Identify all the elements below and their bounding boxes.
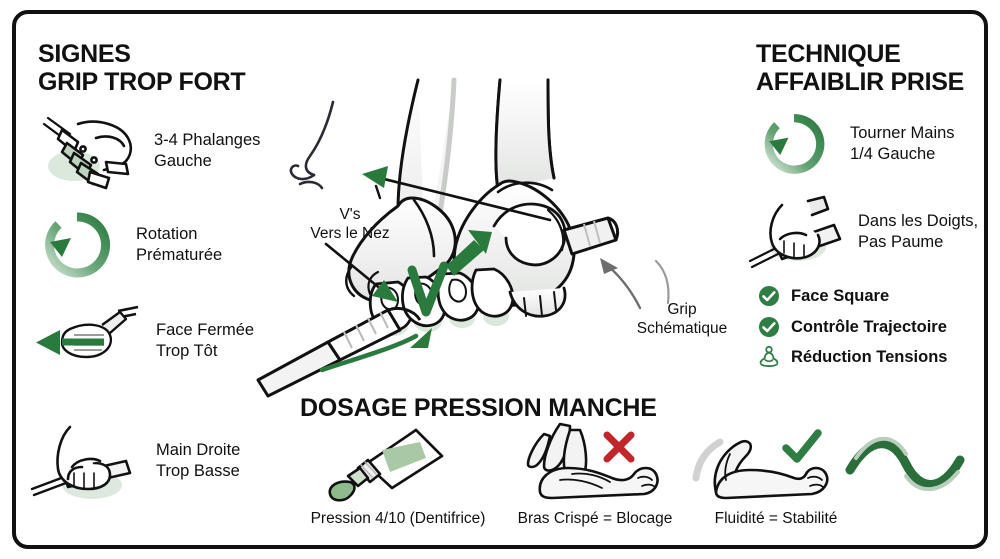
right-item-rotate-hands: Tourner Mains 1/4 Gauche	[754, 110, 994, 178]
right-item-fingers-grip: Dans les Doigts, Pas Paume	[748, 195, 998, 269]
left-item-label: Rotation Prématurée	[136, 224, 223, 264]
relaxed-arm-icon	[690, 428, 830, 506]
left-item-label: 3-4 Phalanges Gauche	[154, 130, 261, 170]
left-item-label: Face Fermée Trop Tôt	[156, 320, 255, 360]
x-mark-icon	[603, 431, 635, 463]
check-circle-icon	[759, 317, 779, 337]
bottom-caption: Bras Crispé = Blocage	[517, 510, 673, 527]
v-marker	[407, 261, 449, 317]
vs-leader-line-upper	[374, 184, 382, 200]
meditation-figure-icon	[759, 345, 779, 367]
rotation-arrow-icon	[40, 208, 114, 282]
check-mark-icon	[782, 429, 822, 463]
toothpaste-tube-icon	[320, 424, 450, 504]
check-circle-icon	[759, 286, 779, 306]
fingers-grip-icon	[748, 195, 846, 269]
tense-arm-icon	[516, 420, 666, 506]
two-hands-golf-grip-illustration	[248, 77, 728, 400]
hand-knuckles-icon	[34, 108, 142, 194]
bullet-label: Contrôle Trajectoire	[791, 317, 947, 336]
annotation-grip-schematic: Grip Schématique	[636, 301, 728, 338]
left-item-phalanges: 3-4 Phalanges Gauche	[34, 108, 294, 194]
left-item-face-closed: Face Fermée Trop Tôt	[30, 305, 300, 377]
vs-arrow-lower	[324, 242, 398, 302]
left-item-right-hand-low: Main Droite Trop Basse	[30, 415, 300, 507]
right-hand-low-icon	[30, 415, 142, 507]
green-curve-arrow	[319, 333, 419, 373]
right-item-label: Dans les Doigts, Pas Paume	[858, 211, 979, 251]
fluid-wave-icon	[842, 426, 970, 502]
vs-arrow-upper	[362, 166, 552, 222]
right-bullet-controle-trajectoire: Contrôle Trajectoire	[758, 316, 947, 338]
left-item-label: Main Droite Trop Basse	[156, 440, 241, 480]
green-up-arrow	[446, 230, 492, 276]
green-curve-arrowhead	[410, 328, 432, 348]
nose-profile-icon	[289, 100, 335, 190]
right-bullet-face-square: Face Square	[758, 285, 889, 307]
right-bullet-reduction-tensions: Réduction Tensions	[758, 345, 947, 369]
right-item-label: Tourner Mains 1/4 Gauche	[850, 123, 955, 163]
annotation-vs-to-nose: V's Vers le Nez	[310, 206, 390, 243]
bottom-caption: Pression 4/10 (Dentifrice)	[310, 510, 486, 527]
bottom-section-title: DOSAGE PRESSION MANCHE	[300, 394, 657, 422]
rotate-hands-quarter-icon	[760, 110, 828, 178]
right-column-title: TECHNIQUE AFFAIBLIR PRISE	[756, 40, 965, 96]
left-item-rotation: Rotation Prématurée	[34, 208, 294, 282]
bottom-caption: Fluidité = Stabilité	[714, 510, 838, 527]
grip-schematic-leader	[654, 259, 670, 305]
bullet-label: Réduction Tensions	[791, 347, 948, 366]
club-face-closed-icon	[30, 305, 142, 377]
bullet-label: Face Square	[791, 286, 890, 305]
left-column-title: SIGNES GRIP TROP FORT	[38, 40, 246, 96]
